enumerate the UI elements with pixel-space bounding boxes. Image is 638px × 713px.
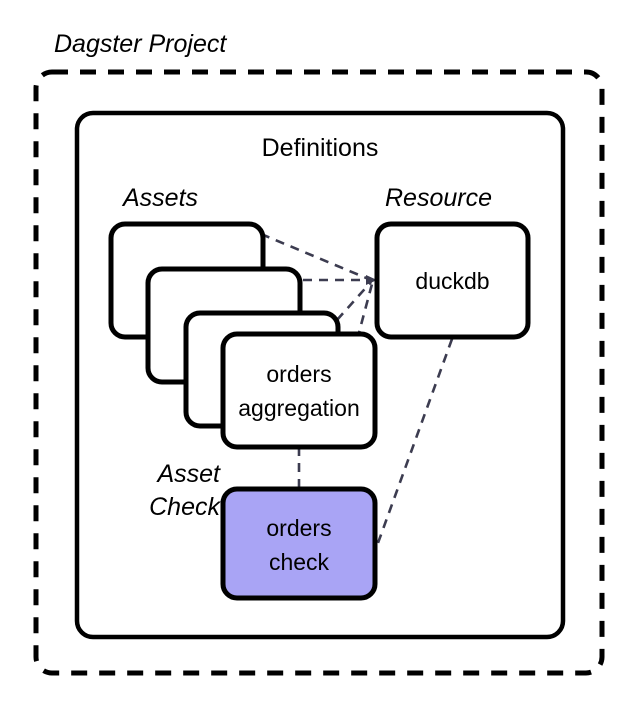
- dagster-project-label: Dagster Project: [54, 30, 227, 58]
- connector-asset3-to-duckdb: [336, 281, 372, 321]
- asset-card-stack: [108, 221, 378, 450]
- asset-check-group-label: Asset Check: [149, 460, 220, 521]
- resource-node-duckdb: [374, 221, 531, 340]
- connector-asset4-to-duckdb: [351, 283, 374, 356]
- assets-group-label: Assets: [123, 184, 199, 212]
- asset-card-front-label: orders aggregation: [238, 361, 360, 421]
- connector-group: [260, 232, 454, 544]
- connector-arrowheads: [366, 275, 377, 285]
- connector-asset1-to-duckdb: [260, 232, 372, 282]
- resource-group-label: Resource: [385, 184, 492, 212]
- resource-node-label: duckdb: [415, 268, 490, 294]
- asset-card-front: [220, 331, 378, 450]
- definitions-title: Definitions: [261, 134, 379, 162]
- asset-check-node: [220, 486, 378, 601]
- connector-duckdb-to-check: [376, 338, 454, 544]
- dagster-project-boundary: [33, 69, 605, 676]
- asset-check-node-label: orders check: [266, 515, 332, 575]
